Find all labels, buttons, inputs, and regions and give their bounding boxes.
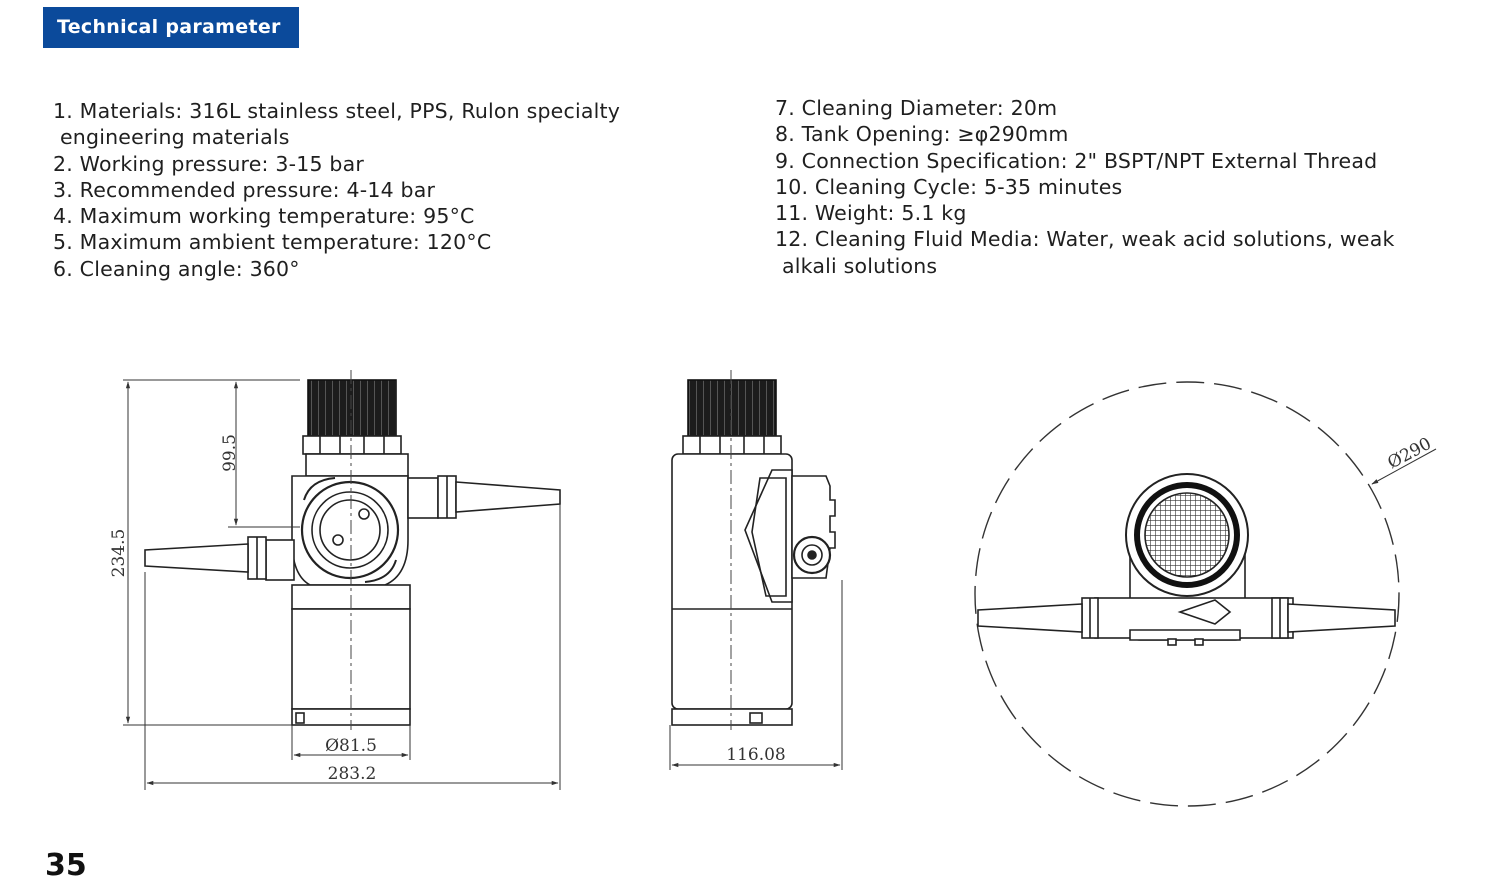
spec-item: 5. Maximum ambient temperature: 120°C <box>53 230 492 255</box>
spec-item-continuation: alkali solutions <box>782 253 938 278</box>
technical-drawings: 99.5 234.5 Ø81.5 283.2 116.08 <box>109 370 1437 807</box>
right-nozzle <box>455 481 561 513</box>
spec-item: 9. Connection Specification: 2" BSPT/NPT… <box>775 148 1378 173</box>
top-view-dimension <box>1371 448 1437 485</box>
thread-section <box>307 379 397 437</box>
spec-item: 3. Recommended pressure: 4-14 bar <box>53 177 436 202</box>
filter-mesh <box>1144 492 1230 578</box>
dim-total-width: 283.2 <box>328 764 377 784</box>
spec-item: 2. Working pressure: 3-15 bar <box>53 151 365 176</box>
spec-item: 4. Maximum working temperature: 95°C <box>53 204 475 229</box>
section-title: Technical parameter <box>43 7 299 48</box>
spec-item: 11. Weight: 5.1 kg <box>775 201 967 226</box>
top-view-drawing <box>974 381 1400 807</box>
dim-total-height: 234.5 <box>109 529 129 578</box>
front-view-dimensions <box>123 379 561 790</box>
spec-item: 10. Cleaning Cycle: 5-35 minutes <box>775 174 1123 199</box>
dim-side-depth: 116.08 <box>726 745 785 765</box>
spec-item: 7. Cleaning Diameter: 20m <box>775 96 1058 120</box>
dim-top-height: 99.5 <box>220 434 240 472</box>
spec-item-continuation: engineering materials <box>60 125 290 150</box>
spec-list-left: 1. Materials: 316L stainless steel, PPS,… <box>53 98 620 282</box>
side-view-drawing <box>671 370 836 730</box>
spec-item: 8. Tank Opening: ≥φ290mm <box>775 122 1069 147</box>
dim-body-diameter: Ø81.5 <box>325 736 377 756</box>
hex-nut <box>302 435 402 455</box>
spec-item: 12. Cleaning Fluid Media: Water, weak ac… <box>775 227 1395 252</box>
spec-item: 6. Cleaning angle: 360° <box>53 256 300 281</box>
side-view-dimensions <box>669 580 843 770</box>
left-nozzle <box>144 543 249 573</box>
front-view-drawing <box>144 370 561 730</box>
tank-opening-circle <box>974 381 1400 807</box>
spec-list-right: 7. Cleaning Diameter: 20m 8. Tank Openin… <box>775 95 1395 279</box>
page-number: 35 <box>45 848 87 883</box>
dim-tank-opening: Ø290 <box>1384 434 1434 473</box>
spec-item: 1. Materials: 316L stainless steel, PPS,… <box>53 99 621 123</box>
